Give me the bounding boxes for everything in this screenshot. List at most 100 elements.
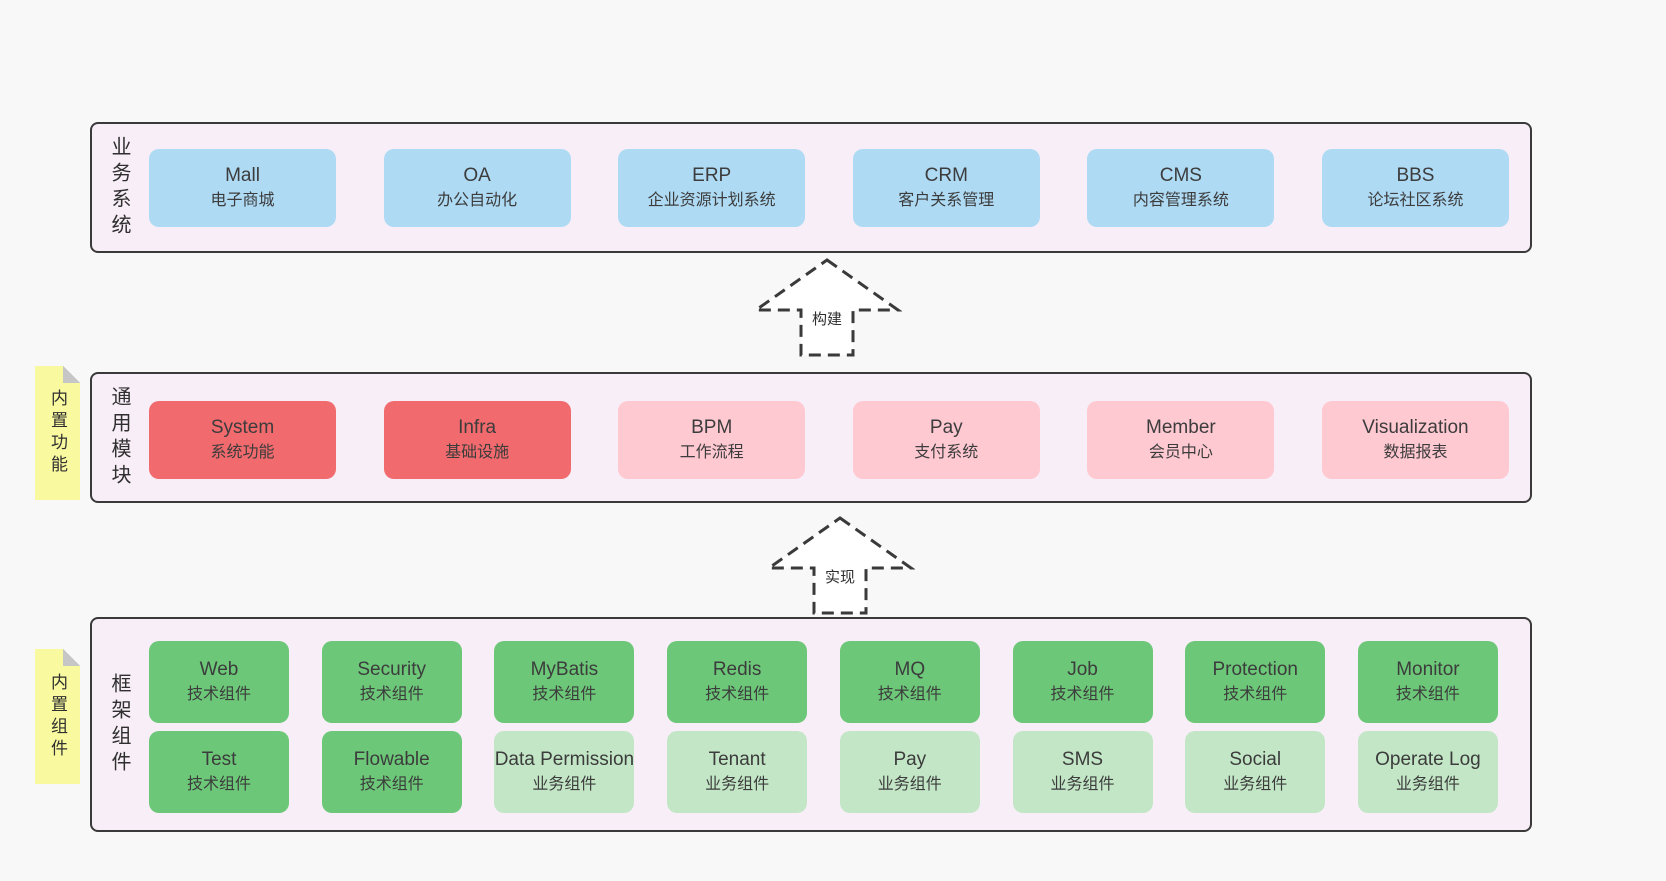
- components-box-row-1: Web 技术组件 Security 技术组件 MyBatis 技术组件 Redi…: [149, 641, 1498, 723]
- box-title: CMS: [1159, 164, 1202, 186]
- box-subtitle: 支付系统: [914, 444, 979, 462]
- box-sms: SMS 业务组件: [1012, 731, 1153, 813]
- box-title: Web: [199, 658, 239, 680]
- box-title: Visualization: [1362, 416, 1469, 438]
- box-web: Web 技术组件: [149, 641, 289, 723]
- box-title: Pay: [929, 416, 963, 438]
- box-bbs: BBS 论坛社区系统: [1321, 149, 1509, 227]
- arrow-implement-label: 实现: [821, 566, 859, 587]
- box-title: Monitor: [1396, 658, 1460, 680]
- sticky-built-in-components: 内置组件: [35, 649, 80, 784]
- box-subtitle: 业务组件: [1223, 776, 1288, 794]
- box-title: Tenant: [708, 748, 766, 770]
- box-subtitle: 业务组件: [1395, 776, 1460, 794]
- box-protection: Protection 技术组件: [1185, 641, 1326, 723]
- box-social: Social 业务组件: [1185, 731, 1326, 813]
- folded-corner-icon: [63, 649, 80, 666]
- box-title: Mall: [225, 164, 260, 186]
- arrow-build-label: 构建: [808, 308, 846, 329]
- box-subtitle: 技术组件: [359, 686, 424, 704]
- box-operate-log: Operate Log 业务组件: [1357, 731, 1498, 813]
- box-subtitle: 企业资源计划系统: [647, 192, 776, 210]
- box-title: CRM: [924, 164, 968, 186]
- panel-modules-label: 通用模块: [108, 385, 130, 490]
- box-pay-system: Pay 支付系统: [852, 401, 1040, 479]
- box-subtitle: 技术组件: [359, 776, 424, 794]
- box-title: ERP: [692, 164, 732, 186]
- box-tenant: Tenant 业务组件: [667, 731, 808, 813]
- box-subtitle: 业务组件: [877, 776, 942, 794]
- panel-common-modules: 通用模块 System 系统功能 Infra 基础设施 BPM 工作流程 Pay…: [90, 372, 1532, 503]
- panel-components-label: 框架组件: [108, 672, 130, 777]
- up-arrow-icon: [765, 516, 915, 615]
- box-infra: Infra 基础设施: [383, 401, 571, 479]
- box-subtitle: 技术组件: [877, 686, 942, 704]
- box-job: Job 技术组件: [1012, 641, 1153, 723]
- sticky-label: 内置功能: [48, 389, 67, 477]
- box-subtitle: 技术组件: [1223, 686, 1288, 704]
- box-cms: CMS 内容管理系统: [1087, 149, 1275, 227]
- box-mall: Mall 电子商城: [149, 149, 336, 227]
- box-subtitle: 技术组件: [186, 686, 251, 704]
- components-box-row-2: Test 技术组件 Flowable 技术组件 Data Permission …: [149, 731, 1498, 813]
- box-title: BBS: [1396, 164, 1435, 186]
- box-subtitle: 技术组件: [186, 776, 251, 794]
- box-subtitle: 办公自动化: [437, 192, 518, 210]
- box-subtitle: 技术组件: [532, 686, 597, 704]
- modules-box-row: System 系统功能 Infra 基础设施 BPM 工作流程 Pay 支付系统…: [149, 401, 1509, 479]
- box-data-permission: Data Permission 业务组件: [494, 731, 635, 813]
- box-title: Redis: [712, 658, 762, 680]
- box-security: Security 技术组件: [321, 641, 462, 723]
- box-title: Social: [1229, 748, 1282, 770]
- sticky-built-in-features: 内置功能: [35, 366, 80, 500]
- box-title: Operate Log: [1375, 748, 1481, 770]
- folded-corner-icon: [63, 366, 80, 383]
- box-title: Infra: [458, 416, 497, 438]
- panel-framework-components: 框架组件 Web 技术组件 Security 技术组件 MyBatis 技术组件…: [90, 617, 1532, 832]
- box-subtitle: 数据报表: [1383, 444, 1448, 462]
- box-system: System 系统功能: [149, 401, 336, 479]
- box-erp: ERP 企业资源计划系统: [618, 149, 806, 227]
- box-subtitle: 业务组件: [532, 776, 597, 794]
- box-subtitle: 系统功能: [210, 444, 275, 462]
- box-mq: MQ 技术组件: [839, 641, 980, 723]
- box-title: Job: [1067, 658, 1098, 680]
- box-visualization: Visualization 数据报表: [1321, 401, 1509, 479]
- box-crm: CRM 客户关系管理: [852, 149, 1040, 227]
- box-title: Flowable: [353, 748, 430, 770]
- business-box-row: Mall 电子商城 OA 办公自动化 ERP 企业资源计划系统 CRM 客户关系…: [149, 149, 1509, 227]
- panel-business-systems: 业务系统 Mall 电子商城 OA 办公自动化 ERP 企业资源计划系统 CRM…: [90, 122, 1532, 253]
- box-subtitle: 技术组件: [1395, 686, 1460, 704]
- box-subtitle: 工作流程: [679, 444, 744, 462]
- arrow-implement: 实现: [765, 516, 915, 616]
- box-title: BPM: [691, 416, 733, 438]
- box-subtitle: 技术组件: [1050, 686, 1115, 704]
- box-subtitle: 电子商城: [210, 192, 275, 210]
- box-subtitle: 业务组件: [705, 776, 770, 794]
- box-subtitle: 论坛社区系统: [1367, 192, 1464, 210]
- panel-business-label: 业务系统: [108, 135, 130, 240]
- box-subtitle: 基础设施: [445, 444, 510, 462]
- box-title: Test: [201, 748, 237, 770]
- box-monitor: Monitor 技术组件: [1357, 641, 1498, 723]
- box-title: System: [210, 416, 275, 438]
- box-title: Member: [1146, 416, 1216, 438]
- box-oa: OA 办公自动化: [383, 149, 571, 227]
- box-title: Data Permission: [494, 748, 635, 770]
- box-bpm: BPM 工作流程: [618, 401, 806, 479]
- box-flowable: Flowable 技术组件: [321, 731, 462, 813]
- box-title: OA: [463, 164, 491, 186]
- box-title: MQ: [894, 658, 926, 680]
- box-mybatis: MyBatis 技术组件: [494, 641, 635, 723]
- arrow-build: 构建: [752, 258, 902, 358]
- up-arrow-icon: [752, 258, 902, 357]
- box-pay-component: Pay 业务组件: [839, 731, 980, 813]
- box-subtitle: 业务组件: [1050, 776, 1115, 794]
- box-subtitle: 内容管理系统: [1132, 192, 1229, 210]
- box-test: Test 技术组件: [149, 731, 289, 813]
- box-subtitle: 技术组件: [705, 686, 770, 704]
- box-title: Protection: [1212, 658, 1298, 680]
- box-redis: Redis 技术组件: [667, 641, 808, 723]
- box-title: MyBatis: [530, 658, 599, 680]
